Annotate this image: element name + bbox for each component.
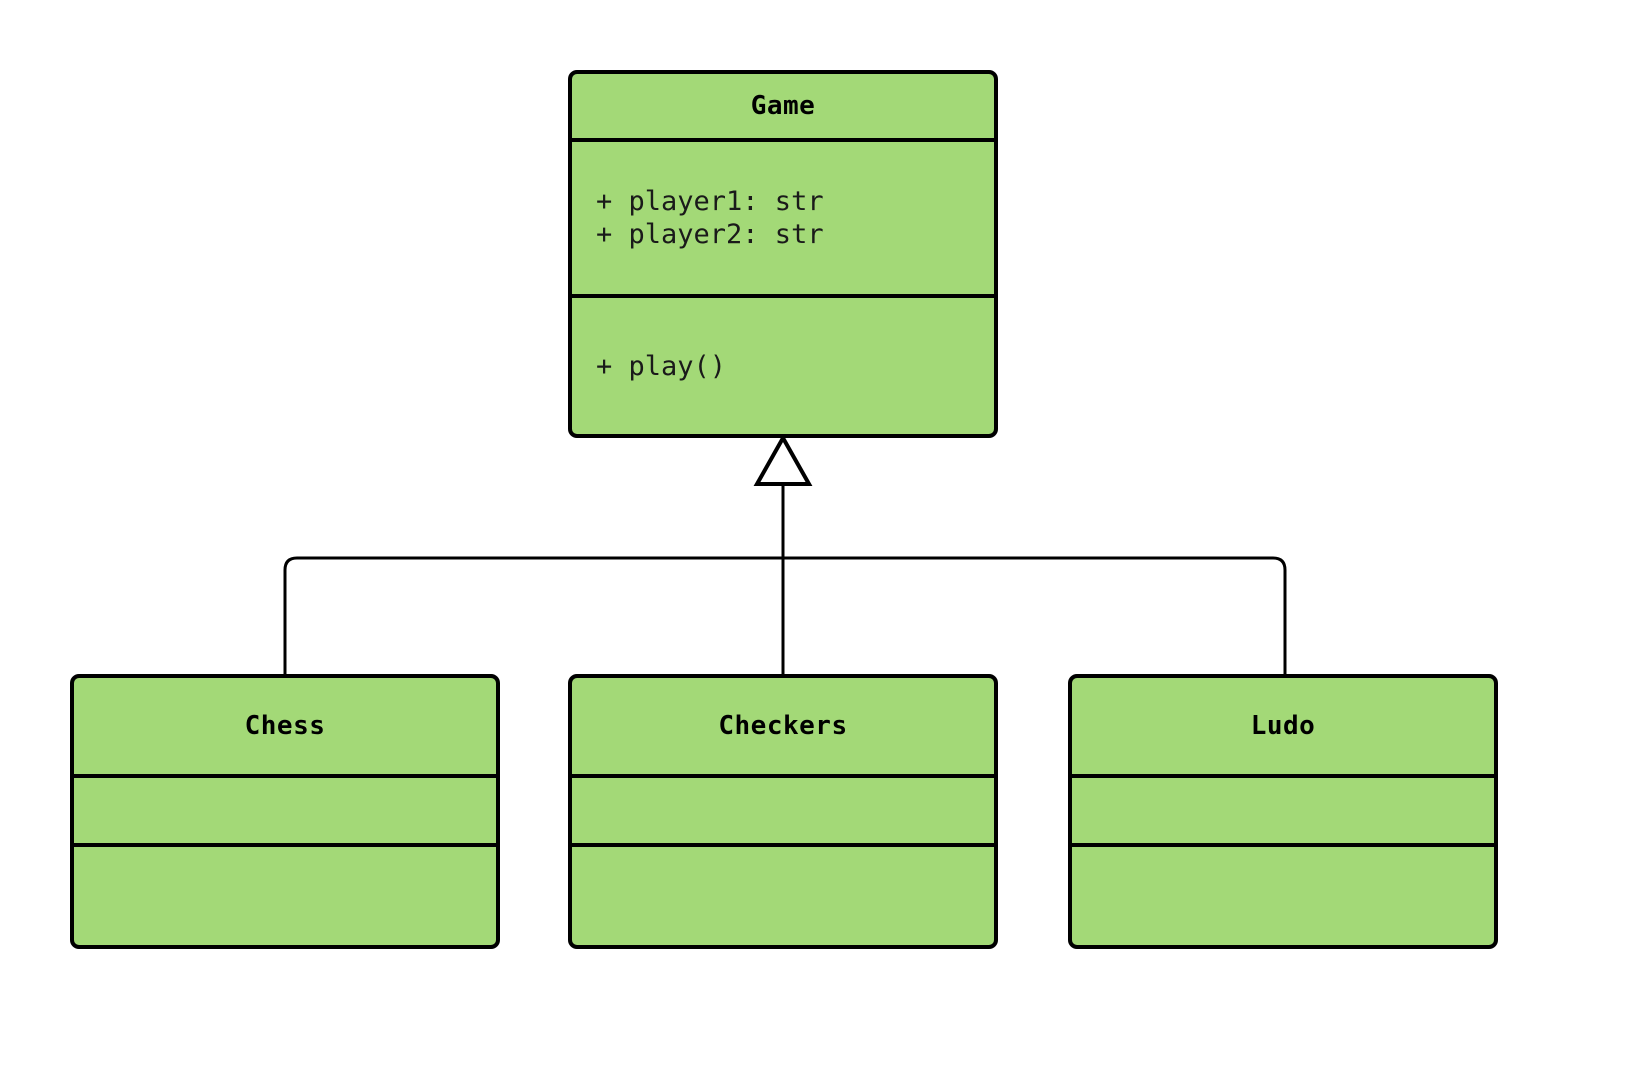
class-title-checkers: Checkers (572, 678, 994, 778)
class-name-label: Chess (244, 711, 326, 741)
attribute-row: + player2: str (596, 219, 824, 250)
class-name-label: Game (750, 91, 816, 121)
generalization-bus-right (783, 556, 1287, 674)
class-title-game: Game (572, 74, 994, 142)
class-methods-game: + play() (572, 298, 994, 434)
class-attributes-game: + player1: str + player2: str (572, 142, 994, 298)
class-methods-ludo (1072, 847, 1494, 945)
class-attributes-chess (74, 778, 496, 847)
class-name-label: Ludo (1250, 711, 1316, 741)
inheritance-triangle-icon (753, 433, 813, 486)
class-title-chess: Chess (74, 678, 496, 778)
class-methods-checkers (572, 847, 994, 945)
attribute-row: + player1: str (596, 186, 824, 217)
class-attributes-checkers (572, 778, 994, 847)
class-attributes-ludo (1072, 778, 1494, 847)
class-methods-chess (74, 847, 496, 945)
class-box-checkers[interactable]: Checkers (568, 674, 998, 949)
class-name-label: Checkers (718, 711, 848, 741)
class-box-chess[interactable]: Chess (70, 674, 500, 949)
method-row: + play() (596, 350, 727, 382)
class-title-ludo: Ludo (1072, 678, 1494, 778)
class-box-ludo[interactable]: Ludo (1068, 674, 1498, 949)
generalization-bus-left (283, 556, 783, 674)
class-box-game[interactable]: Game + player1: str + player2: str + pla… (568, 70, 998, 438)
